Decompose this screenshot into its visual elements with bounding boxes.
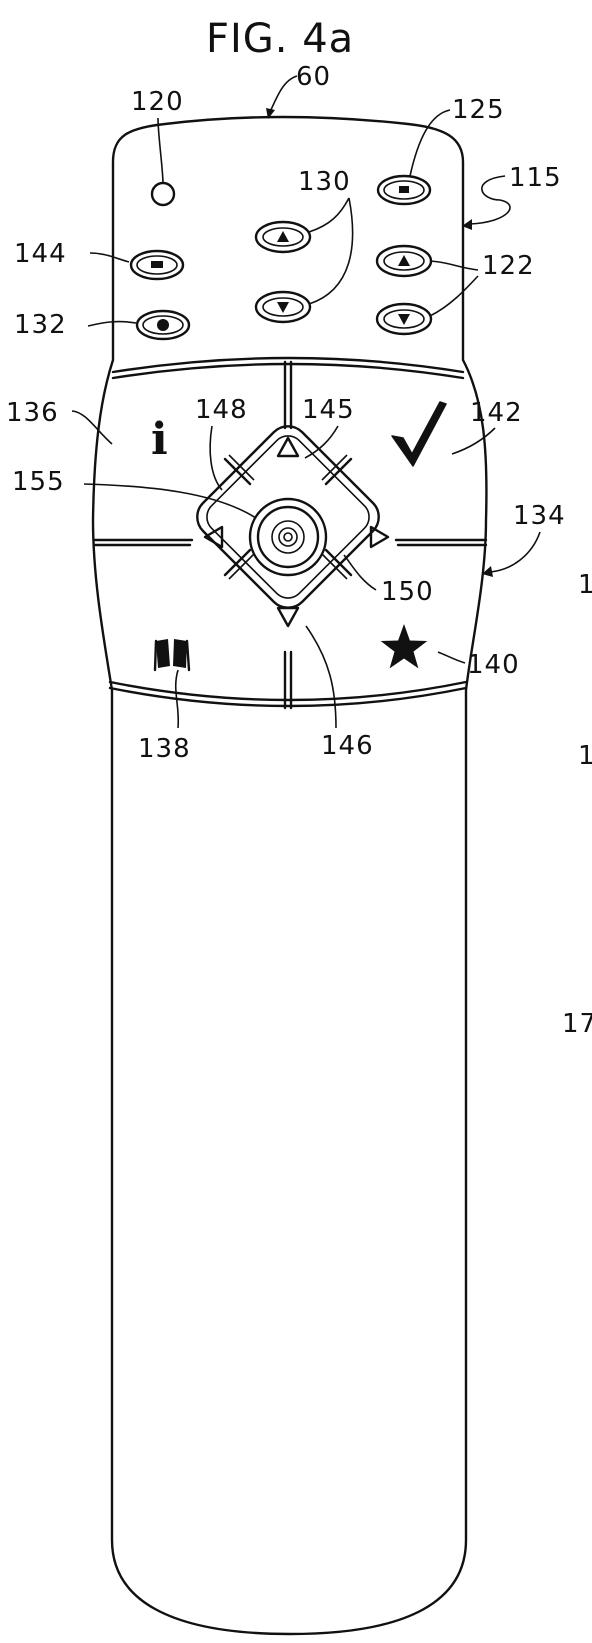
label-cut-3: 17 (562, 1009, 592, 1039)
leader-120 (157, 117, 164, 183)
lower-panel-divider-inner (108, 686, 468, 708)
lower-panel-divider (108, 680, 468, 702)
leader-138 (174, 669, 180, 729)
leader-144 (89, 252, 130, 263)
leader-115-arrow (462, 219, 472, 230)
nav-horizontal-split-left (93, 538, 194, 547)
remote-body (91, 115, 488, 1636)
label-132: 132 (14, 310, 67, 340)
leader-155 (83, 483, 257, 519)
label-142: 142 (470, 398, 523, 428)
figure-title: FIG. 4a (206, 16, 354, 62)
button-125[interactable] (376, 174, 432, 206)
select-button[interactable] (248, 497, 328, 577)
leader-60-arrow (266, 108, 275, 119)
label-cut-2: 1 (578, 741, 592, 771)
nav-right-arrow[interactable] (369, 525, 390, 549)
leader-130 (308, 197, 354, 305)
nav-left-arrow[interactable] (203, 525, 224, 549)
label-125: 125 (452, 95, 505, 125)
label-138: 138 (138, 734, 191, 764)
leader-122 (429, 260, 479, 317)
label-136: 136 (6, 398, 59, 428)
label-130: 130 (298, 167, 351, 197)
leader-140 (437, 651, 466, 664)
leader-142 (451, 427, 496, 455)
nav-horizontal-split-right (394, 538, 488, 547)
label-115: 115 (509, 163, 562, 193)
leader-136 (71, 410, 113, 445)
check-icon[interactable] (391, 401, 447, 467)
label-155: 155 (12, 467, 65, 497)
label-145: 145 (302, 395, 355, 425)
leader-115 (469, 175, 511, 225)
label-122: 122 (482, 251, 535, 281)
label-120: 120 (131, 87, 184, 117)
leader-150 (343, 554, 377, 591)
leader-145 (304, 425, 339, 459)
button-144[interactable] (129, 249, 185, 281)
button-130-up[interactable] (254, 220, 312, 254)
leader-134 (489, 531, 541, 573)
button-132-record[interactable] (135, 309, 191, 341)
label-134: 134 (513, 501, 566, 531)
label-148: 148 (195, 395, 248, 425)
guide-book-icon[interactable] (153, 639, 191, 672)
label-150: 150 (381, 577, 434, 607)
nav-vertical-split-top (283, 360, 293, 430)
label-60: 60 (296, 62, 331, 92)
nav-down-arrow[interactable] (276, 606, 300, 628)
leader-146 (305, 625, 337, 729)
leader-125 (409, 109, 451, 177)
leader-148 (209, 425, 223, 491)
navigation-pad[interactable] (189, 418, 387, 616)
label-140: 140 (467, 650, 520, 680)
nav-vertical-split-bottom (283, 650, 293, 710)
nav-up-arrow[interactable] (276, 436, 300, 458)
info-icon[interactable]: i (151, 414, 168, 465)
label-144: 144 (14, 239, 67, 269)
button-122-up[interactable] (375, 244, 433, 278)
star-icon[interactable] (380, 624, 428, 669)
label-cut-1: 1 (578, 570, 592, 600)
leader-60 (269, 75, 298, 113)
leader-132 (87, 320, 137, 327)
button-130-down[interactable] (254, 290, 312, 324)
button-122-down[interactable] (375, 302, 433, 336)
leader-134-arrow (482, 566, 493, 577)
led-indicator (150, 181, 176, 207)
upper-panel-divider-inner (111, 356, 465, 374)
upper-panel-divider (111, 362, 465, 380)
label-146: 146 (321, 731, 374, 761)
